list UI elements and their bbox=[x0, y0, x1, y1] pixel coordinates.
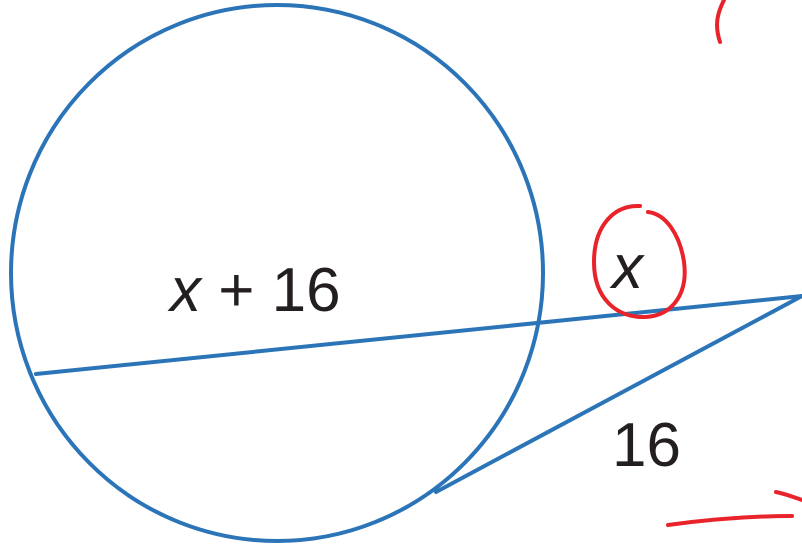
chord-label: x + 16 bbox=[167, 256, 341, 325]
red-circle-annotation bbox=[592, 203, 687, 320]
circle bbox=[9, 3, 545, 543]
secant-line bbox=[34, 294, 802, 376]
red-bracket-annotation bbox=[666, 490, 802, 527]
tangent-line bbox=[434, 294, 802, 494]
external-segment-label: x bbox=[609, 233, 645, 302]
tangent-segment-label: 16 bbox=[612, 411, 681, 480]
red-arc-annotation bbox=[715, 0, 726, 44]
